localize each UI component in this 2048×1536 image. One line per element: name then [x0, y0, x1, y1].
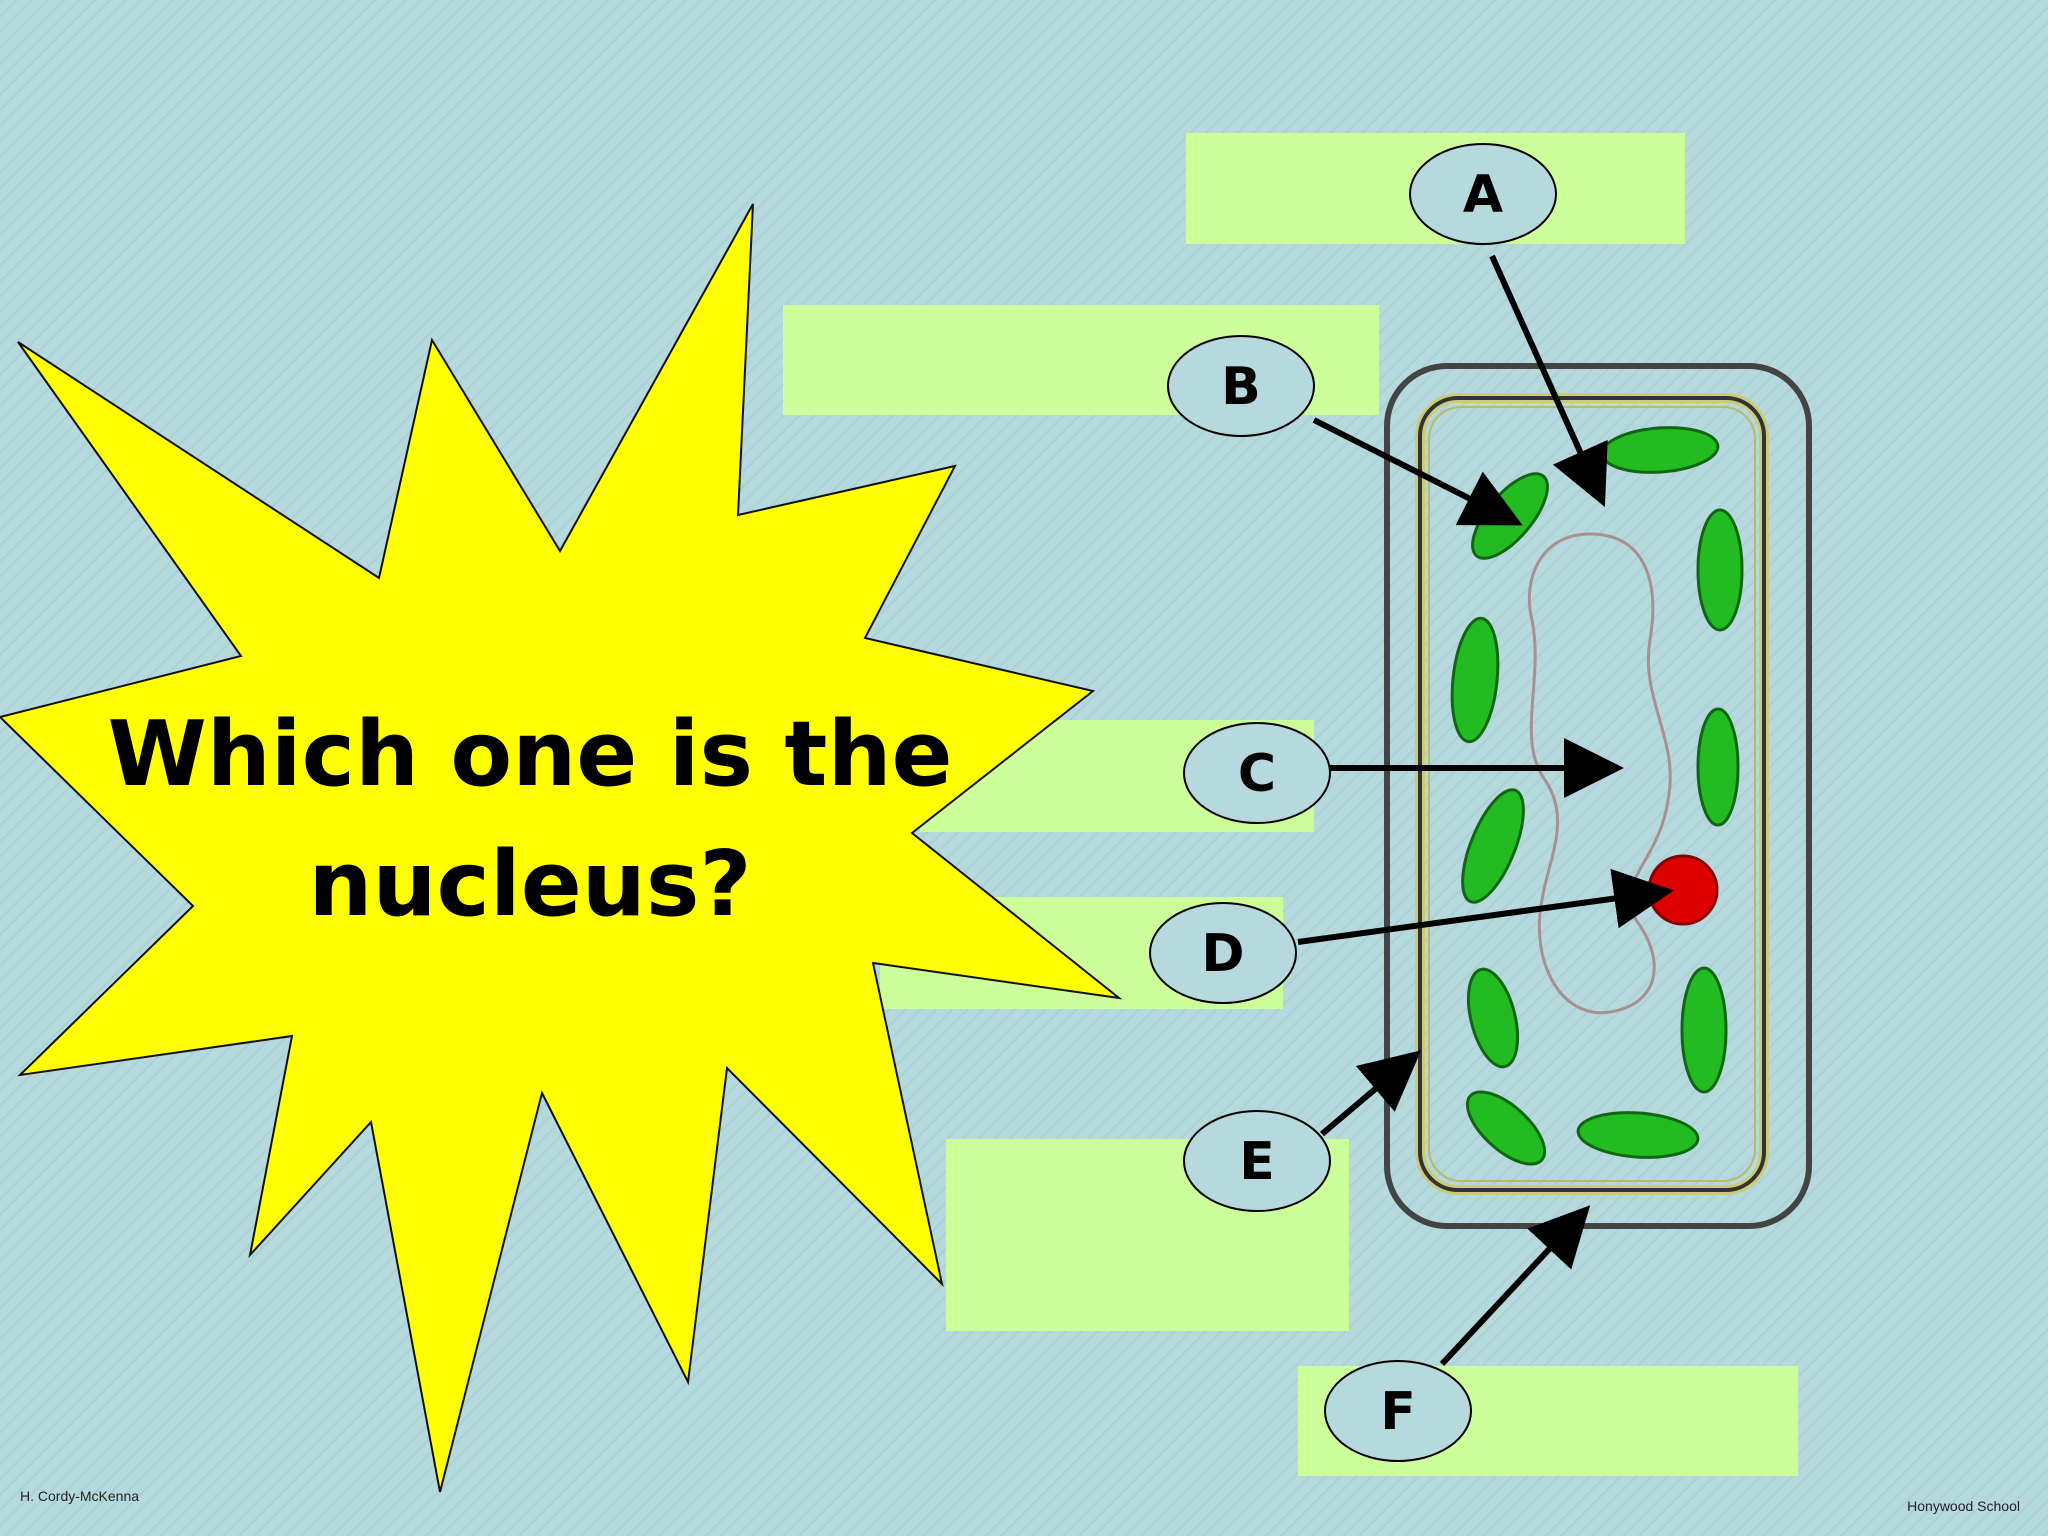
callout-b-label: B: [1221, 357, 1261, 417]
author-credit: H. Cordy-McKenna: [20, 1488, 140, 1504]
callout-f[interactable]: F: [1324, 1360, 1472, 1462]
school-name: Honywood School: [1907, 1498, 2020, 1514]
question-line-1: Which one is the: [107, 702, 953, 807]
question-line-2: nucleus?: [308, 832, 752, 937]
callout-b[interactable]: B: [1167, 335, 1315, 437]
starburst-shape: [0, 203, 1123, 1493]
callout-a-label: A: [1463, 165, 1503, 225]
callout-d[interactable]: D: [1149, 902, 1297, 1004]
callout-e[interactable]: E: [1183, 1110, 1331, 1212]
pointer-arrows: [1297, 254, 1674, 1367]
cell-wall: [1384, 363, 1812, 1229]
callout-a[interactable]: A: [1409, 143, 1557, 245]
question-text: Which one is the nucleus?: [80, 690, 980, 950]
callout-e-label: E: [1239, 1132, 1275, 1192]
callout-d-label: D: [1201, 924, 1244, 984]
callout-c[interactable]: C: [1183, 722, 1331, 824]
vacuole: [1527, 532, 1672, 1015]
chloroplasts: [1450, 426, 1744, 1166]
callout-c-label: C: [1238, 744, 1276, 804]
callout-f-label: F: [1380, 1382, 1416, 1442]
